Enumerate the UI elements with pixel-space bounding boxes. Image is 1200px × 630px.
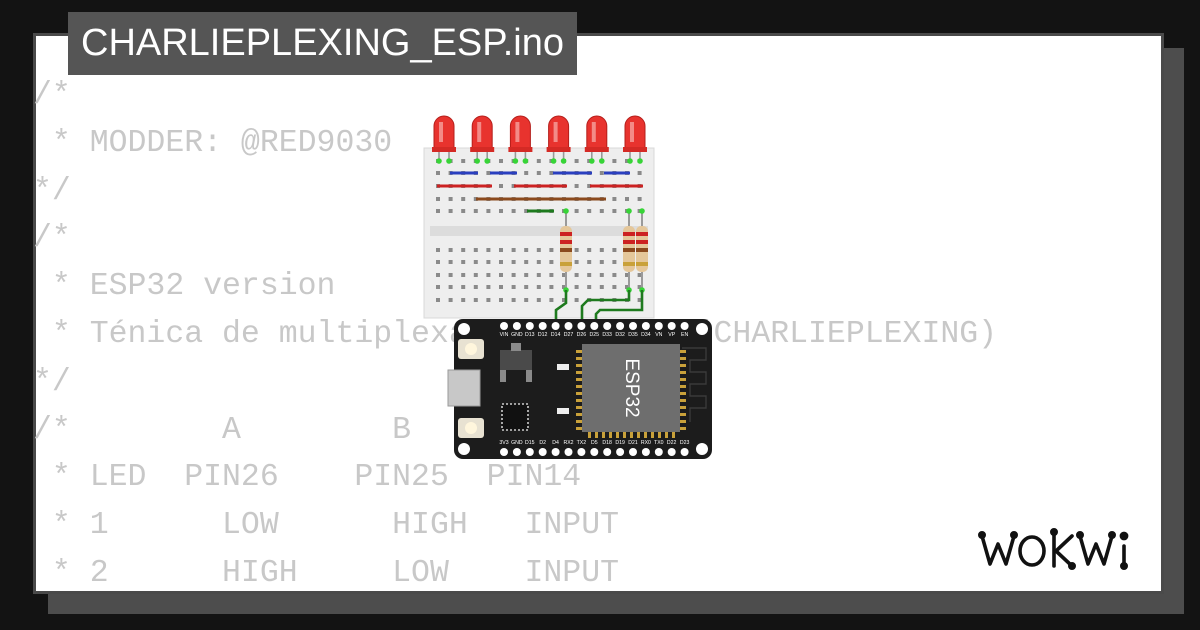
esp32-pin-label: D13 (525, 332, 535, 338)
esp32-pin-label: D26 (577, 332, 587, 338)
esp32-pin-label: D4 (552, 440, 559, 446)
resistor (636, 208, 648, 293)
esp32-pin-label: D23 (680, 440, 690, 446)
esp32-pin-label: GND (511, 440, 523, 446)
esp32-module (582, 344, 680, 432)
esp32-pin-label: D35 (628, 332, 638, 338)
esp32-pin-label: D22 (667, 440, 677, 446)
jumper-wires (554, 290, 644, 324)
esp32-pin-label: D21 (628, 440, 638, 446)
esp32-pin-label: EN (681, 332, 688, 338)
led (623, 115, 647, 164)
code-line: /* (33, 221, 71, 257)
code-line: * ESP32 version (33, 269, 336, 305)
esp32-pin-label: D33 (602, 332, 612, 338)
esp32-pin-label: VN (655, 332, 662, 338)
esp32-pin-label: D32 (615, 332, 625, 338)
esp32-pin-label: 3V3 (499, 440, 508, 446)
led (432, 115, 456, 164)
led (470, 115, 495, 164)
esp32-pin-label: D15 (525, 440, 535, 446)
file-title-tab: CHARLIEPLEXING_ESP.ino (68, 12, 577, 75)
esp32-pin-label: D5 (591, 440, 598, 446)
code-preview: /* * MODDER: @RED9030 */ /* * ESP32 versio… (33, 72, 997, 598)
voltage-regulator (500, 350, 532, 370)
antenna-trace (682, 347, 707, 422)
code-line: /* (33, 78, 71, 113)
led (584, 115, 609, 164)
code-line: */ (33, 173, 71, 209)
code-line: * 2 HIGH LOW INPUT (33, 555, 619, 591)
led-group (432, 115, 647, 164)
esp32-pin-label: D25 (590, 332, 600, 338)
esp32-pin-label: D12 (538, 332, 548, 338)
code-line: */ (33, 364, 71, 400)
resistor-group (560, 208, 648, 293)
esp32-pin-label: RX2 (563, 440, 573, 446)
wokwi-logo-mark (977, 528, 1129, 570)
resistor (560, 208, 572, 293)
esp32-pin-label: TX2 (577, 440, 587, 446)
usb-uart-chip (501, 403, 529, 431)
wokwi-logo (976, 524, 1152, 579)
esp32-pin-label: D27 (564, 332, 574, 338)
code-line: * LED PIN26 PIN25 PIN14 (33, 460, 582, 496)
breadboard (423, 147, 655, 319)
esp32-pin-label: TX0 (654, 440, 664, 446)
esp32-pin-label: D19 (615, 440, 625, 446)
led (508, 115, 533, 164)
esp32-pin-label: D34 (641, 332, 651, 338)
code-line: * MODDER: @RED9030 (33, 125, 393, 161)
esp32-pin-label: D2 (539, 440, 546, 446)
esp32-pin-label: VP (668, 332, 675, 338)
esp32-pin-label: D14 (551, 332, 561, 338)
esp32-pin-label: RX0 (641, 440, 651, 446)
led (546, 115, 571, 164)
usb-port (447, 369, 481, 407)
esp32-pin-label: GND (511, 332, 523, 338)
esp32-pin-label: VIN (500, 332, 509, 338)
esp32-pin-label: D18 (602, 440, 612, 446)
code-line: * 1 LOW HIGH INPUT (33, 508, 619, 544)
esp32-chip-label: ESP32 (621, 358, 642, 417)
